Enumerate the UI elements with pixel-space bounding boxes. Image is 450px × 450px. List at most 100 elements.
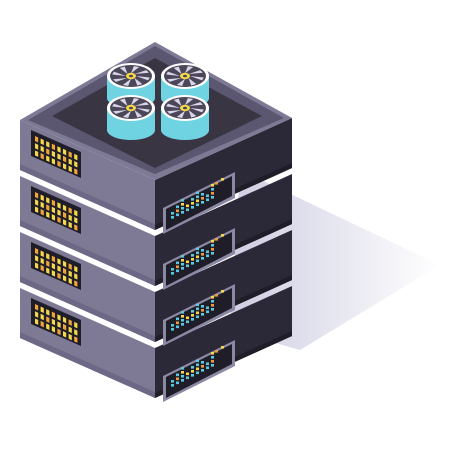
- vent-slot: [68, 165, 72, 173]
- status-led: [191, 206, 194, 209]
- vent-slot: [63, 275, 67, 282]
- vent-slot: [35, 136, 39, 143]
- cooling-fan-icon: [161, 95, 209, 140]
- vent-slot: [57, 202, 61, 209]
- status-led: [196, 251, 199, 255]
- rack-top: [20, 42, 292, 180]
- fan-center-dot: [183, 74, 187, 78]
- vent-slot: [68, 151, 72, 158]
- fan-blade: [176, 110, 185, 118]
- status-led: [181, 379, 184, 382]
- status-led: [201, 253, 204, 256]
- fan-blade: [134, 70, 149, 75]
- vent-slot: [63, 148, 67, 156]
- status-led: [211, 184, 214, 187]
- status-panel: [163, 340, 235, 402]
- vent-slot: [46, 197, 50, 204]
- status-led: [201, 309, 204, 312]
- status-led: [181, 367, 184, 370]
- status-led: [171, 328, 174, 331]
- server-unit: [20, 174, 292, 290]
- status-led: [211, 364, 214, 367]
- status-led: [196, 303, 199, 307]
- status-led: [196, 315, 199, 319]
- vent-slot: [35, 143, 39, 150]
- vent-slot: [57, 209, 61, 216]
- fan-blade: [173, 66, 182, 75]
- vent-slot: [68, 319, 72, 326]
- status-led: [201, 361, 204, 364]
- status-led: [181, 259, 184, 262]
- status-led: [215, 350, 218, 353]
- status-led: [211, 360, 214, 363]
- status-led: [196, 195, 199, 199]
- status-led: [191, 370, 194, 373]
- vent-slot: [51, 270, 55, 277]
- top-recess: [52, 58, 262, 168]
- status-led: [171, 272, 174, 275]
- status-led: [176, 261, 179, 265]
- vent-slot: [68, 326, 72, 334]
- status-led: [211, 356, 214, 359]
- vent-slot: [46, 155, 50, 163]
- status-led: [191, 314, 194, 317]
- status-panel: [163, 284, 235, 346]
- fan-blade: [113, 109, 128, 114]
- status-led: [181, 207, 184, 210]
- status-led: [196, 359, 199, 363]
- vent-slot: [57, 321, 61, 328]
- vent-slot: [74, 273, 78, 280]
- vent-slot: [40, 153, 44, 160]
- status-led: [201, 313, 204, 316]
- status-led: [176, 373, 179, 377]
- vent-slot: [40, 257, 44, 265]
- vent-slot: [74, 280, 78, 287]
- status-led: [176, 377, 179, 381]
- vent-slot: [63, 323, 67, 331]
- vent-slot: [63, 331, 67, 338]
- status-led: [181, 211, 184, 214]
- vent-slot: [57, 160, 61, 168]
- vent-slot: [68, 263, 72, 270]
- status-panel: [163, 172, 235, 234]
- vent-slot: [40, 306, 44, 314]
- vent-slot: [51, 318, 55, 326]
- vent-slot: [46, 253, 50, 260]
- status-led: [176, 205, 179, 209]
- fan-center-dot: [129, 106, 133, 110]
- status-led: [215, 182, 218, 185]
- status-led: [206, 306, 209, 310]
- status-led: [181, 267, 184, 270]
- status-led: [176, 265, 179, 269]
- vent-slot: [35, 318, 39, 325]
- status-led: [171, 216, 174, 219]
- vent-slot: [57, 272, 61, 280]
- vent-slot: [63, 211, 67, 219]
- fan-blade: [166, 71, 180, 76]
- status-led: [221, 290, 224, 293]
- vent-slot: [68, 277, 72, 285]
- vent-slot: [46, 211, 50, 219]
- fan-blade: [166, 103, 180, 108]
- server-unit: [20, 286, 292, 402]
- status-panel: [163, 228, 235, 290]
- status-led: [181, 203, 184, 206]
- fan-blade: [131, 98, 140, 106]
- vent-slot: [74, 161, 78, 168]
- vent-slot: [63, 316, 67, 324]
- vent-slot: [63, 219, 67, 226]
- status-led: [196, 367, 199, 371]
- status-led: [206, 366, 209, 370]
- vent-slot: [63, 260, 67, 268]
- vent-grille: [31, 298, 81, 346]
- status-led: [176, 317, 179, 321]
- vent-grille: [31, 186, 81, 234]
- vent-slot: [74, 168, 78, 175]
- cooling-fan-icon: [107, 95, 155, 140]
- status-led: [191, 254, 194, 257]
- fan-blade: [119, 98, 128, 107]
- vent-slot: [74, 329, 78, 336]
- status-led: [186, 204, 189, 208]
- status-led: [181, 319, 184, 322]
- status-led: [186, 320, 189, 324]
